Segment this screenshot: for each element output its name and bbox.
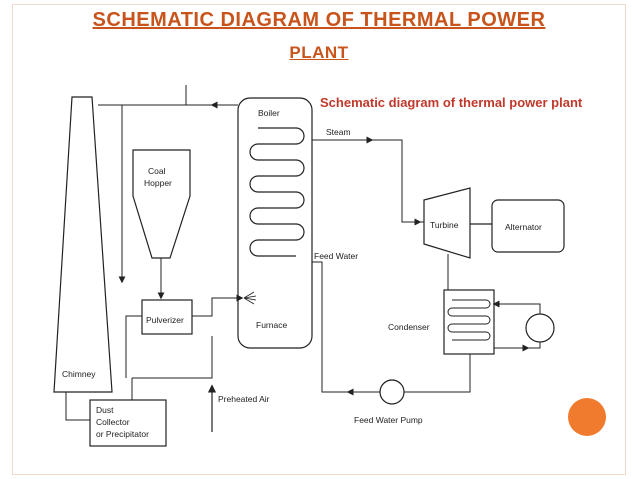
pulverizer-label: Pulverizer [146, 315, 184, 325]
coal-label: Coal [148, 166, 166, 176]
boiler-label: Boiler [258, 108, 280, 118]
condenser-label: Condenser [388, 322, 430, 332]
air-line [132, 336, 213, 379]
feed-water-line [312, 261, 380, 393]
cooling-out-line [494, 342, 541, 349]
dust-label-1: Dust [96, 405, 114, 415]
preheated-air-label: Preheated Air [218, 394, 270, 404]
dust-collector-shape [89, 399, 167, 447]
alternator-label: Alternator [505, 222, 542, 232]
feed-water-pump-icon [379, 379, 405, 405]
alternator-shape [491, 199, 565, 253]
burner-spray [243, 291, 257, 305]
condenser-coil [447, 299, 491, 341]
slide-title-line2: plant [289, 43, 349, 62]
pulverized-coal-line [192, 294, 244, 317]
chimney-label: Chimney [62, 369, 96, 379]
slide-title-line1: Schematic diagram of thermal power [92, 9, 546, 31]
boiler-shape [237, 97, 313, 349]
dust-label-2: Collector [96, 417, 130, 427]
turbine-label: Turbine [430, 220, 459, 230]
slide-frame [12, 4, 626, 475]
steam-label: Steam [326, 127, 351, 137]
pulverizer-air-line [125, 315, 142, 378]
steam-line [312, 139, 424, 223]
flue-line-top-2 [98, 85, 187, 106]
dust-to-chimney-line [65, 392, 90, 421]
coal-hopper-shape [132, 149, 191, 259]
condenser-shape [443, 289, 495, 355]
diagram-heading: Schematic diagram of thermal power plant [320, 95, 583, 110]
cooling-in-line [492, 300, 541, 314]
cooling-pump-icon [525, 313, 555, 343]
flue-line-top [185, 85, 238, 106]
boiler-coil [249, 127, 305, 257]
accent-dot [568, 398, 606, 436]
slide-title: Schematic diagram of thermal power plant [0, 6, 638, 72]
dust-label-3: or Precipitator [96, 429, 149, 439]
turbine-shape [423, 187, 471, 259]
feed-water-label: Feed Water [314, 251, 358, 261]
furnace-label: Furnace [256, 320, 287, 330]
hopper-label: Hopper [144, 178, 172, 188]
feed-water-pump-label: Feed Water Pump [354, 415, 423, 425]
chimney-shape [53, 96, 113, 393]
condensate-line [404, 354, 471, 393]
pulverizer-shape [141, 299, 193, 335]
